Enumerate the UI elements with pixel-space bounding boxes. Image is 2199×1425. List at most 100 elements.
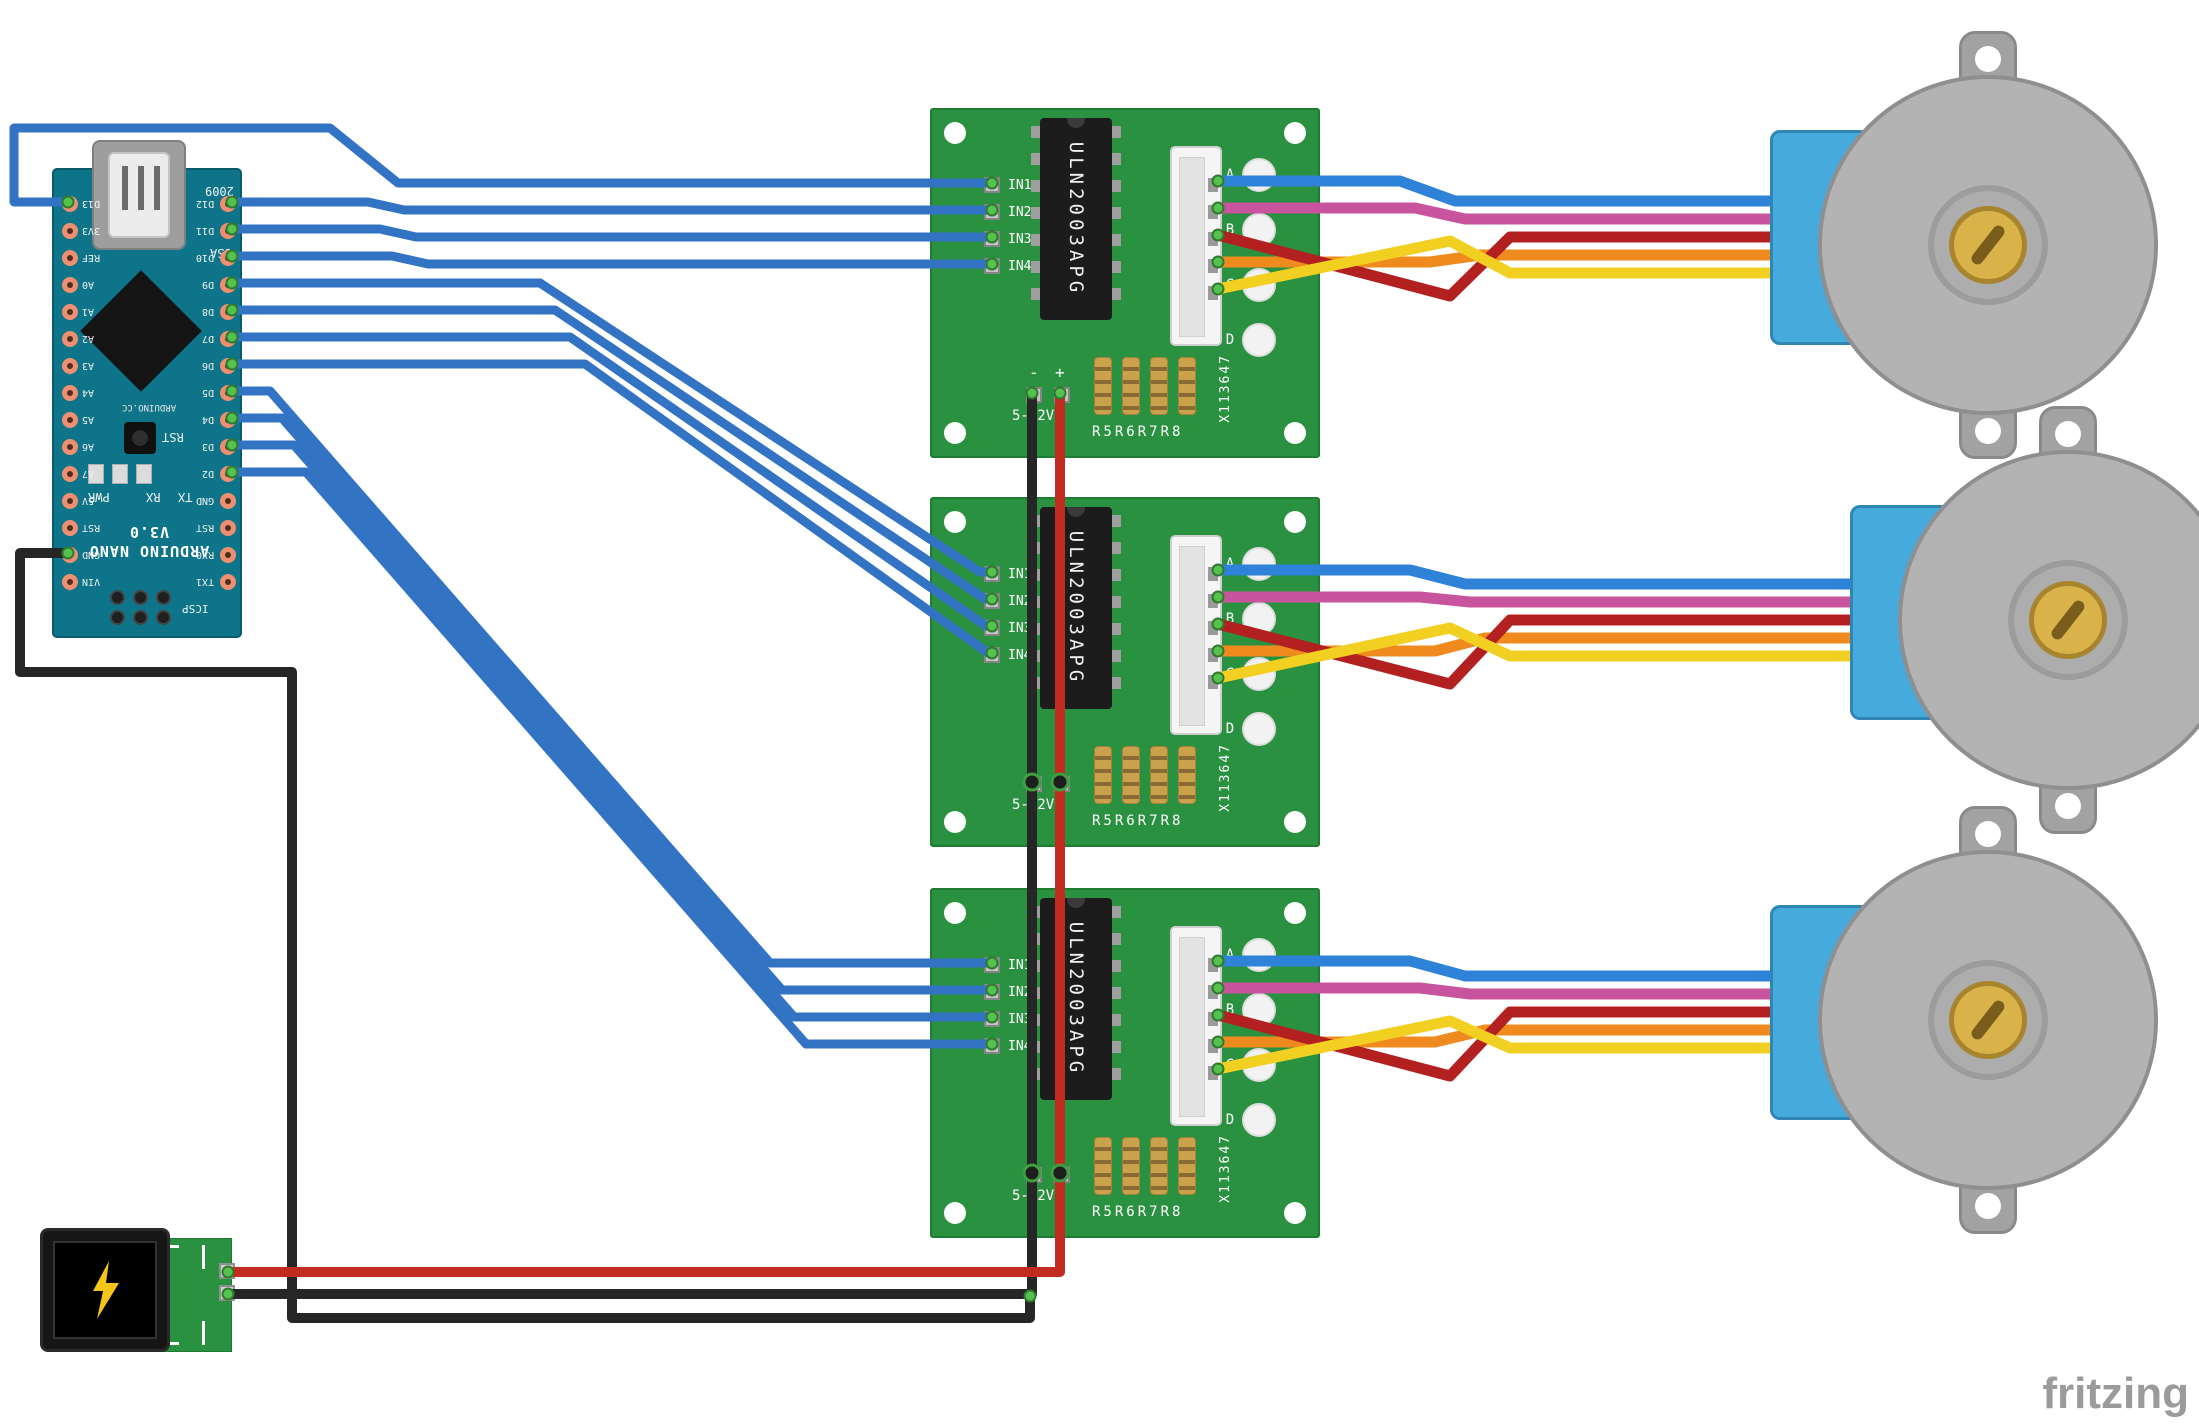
connection-dot (1211, 174, 1225, 188)
connection-dot (985, 176, 999, 190)
wire-board2-motor2-pink (1212, 591, 1886, 608)
connection-dot (221, 1265, 235, 1279)
connection-dot (225, 411, 239, 425)
connection-dot (225, 465, 239, 479)
wire-d12-board1-in2 (227, 197, 997, 215)
chip-label: ULN2003APG (1065, 921, 1087, 1077)
connection-dot (985, 230, 999, 244)
stepper-motor-2 (1848, 400, 2199, 840)
motor-body (1818, 75, 2158, 415)
icsp-pin (133, 610, 148, 625)
mounting-hole (944, 902, 966, 924)
connection-dot (985, 592, 999, 606)
mounting-hole (1975, 1193, 2001, 1219)
in4-label: IN4 (1008, 258, 1032, 274)
connection-dot (1053, 386, 1067, 400)
connection-dot (1211, 201, 1225, 215)
pin-pad (62, 277, 78, 293)
connection-dot (225, 357, 239, 371)
chip-label: ULN2003APG (1065, 141, 1087, 297)
led-a-label: A (1225, 556, 1235, 572)
icsp-pin (156, 610, 171, 625)
mounting-hole (1284, 122, 1306, 144)
connection-dot (1023, 1289, 1037, 1303)
barrel-jack (40, 1228, 240, 1358)
pin-pad (62, 385, 78, 401)
mounting-hole (944, 422, 966, 444)
pin-pad (62, 223, 78, 239)
connection-dot (1211, 617, 1225, 631)
motor-shaft-slot (2049, 598, 2087, 642)
wire-d10-board1-in4 (227, 251, 997, 269)
resistor (1094, 357, 1112, 415)
wire-d11-board1-in3 (227, 224, 997, 242)
connection-dot (1211, 954, 1225, 968)
wire-board1-motor1-pink (1212, 202, 1806, 225)
stepper-motor-3 (1768, 800, 2199, 1240)
connection-dot (1211, 282, 1225, 296)
chip-notch (1067, 507, 1085, 517)
icsp-pin (110, 610, 125, 625)
resistor (1122, 357, 1140, 415)
power-junction (1050, 772, 1070, 792)
in4-label: IN4 (1008, 1038, 1032, 1054)
resistor (1122, 1137, 1140, 1195)
in4-label: IN4 (1008, 647, 1032, 663)
pin-pad (220, 547, 236, 563)
mounting-hole (2055, 421, 2081, 447)
mounting-hole (1284, 1202, 1306, 1224)
usb-slot (122, 166, 128, 210)
motor-connector-slot (1179, 157, 1205, 337)
icsp-pin (156, 590, 171, 605)
connection-dot (985, 646, 999, 660)
barrel-jack-body (40, 1228, 170, 1352)
mounting-hole (944, 122, 966, 144)
wire-d3-board3-in3 (227, 440, 997, 1022)
connection-dot (225, 222, 239, 236)
connection-dot (1211, 1035, 1225, 1049)
connection-dot (985, 983, 999, 997)
power-junction (1022, 1163, 1042, 1183)
wire-arduino-gnd (15, 548, 1035, 1323)
chip-notch (1067, 898, 1085, 908)
mounting-hole (1284, 422, 1306, 444)
connection-dot (985, 1010, 999, 1024)
resistors-label: R5R6R7R8 (1092, 1204, 1184, 1220)
led-d-label: D (1225, 332, 1235, 348)
led-d (1242, 712, 1276, 746)
chip-pins-right (1112, 515, 1121, 703)
jack-silk-line (202, 1245, 205, 1269)
in2-label: IN2 (1008, 593, 1032, 609)
led-b-label: B (1225, 1002, 1235, 1018)
connection-dot (985, 257, 999, 271)
connection-dot (1211, 563, 1225, 577)
wire-board2-motor2-yellow (1212, 622, 1886, 684)
led-d-row: D (1224, 712, 1276, 746)
connection-dot (225, 276, 239, 290)
resistor (1178, 746, 1196, 804)
mounting-hole (2055, 793, 2081, 819)
reset-button-cap (132, 430, 148, 446)
led-d-label: D (1225, 721, 1235, 737)
in3-label: IN3 (1008, 231, 1032, 247)
led-b-label: B (1225, 222, 1235, 238)
pin-pad (62, 250, 78, 266)
resistor-array (1094, 746, 1196, 804)
led-a-label: A (1225, 947, 1235, 963)
chip-pins-right (1112, 126, 1121, 314)
led-b-label: B (1225, 611, 1235, 627)
motor-shaft (1949, 206, 2027, 284)
resistor (1178, 1137, 1196, 1195)
motor-shaft-slot (1969, 998, 2007, 1042)
power-junction (1022, 772, 1042, 792)
connection-dot (225, 330, 239, 344)
in2-label: IN2 (1008, 984, 1032, 1000)
in1-label: IN1 (1008, 566, 1032, 582)
led-d-label: D (1225, 1112, 1235, 1128)
connection-dot (1211, 1062, 1225, 1076)
barrel-jack-opening (53, 1241, 157, 1339)
mounting-hole (1975, 46, 2001, 72)
connection-dot (61, 195, 75, 209)
connection-dot (225, 249, 239, 263)
